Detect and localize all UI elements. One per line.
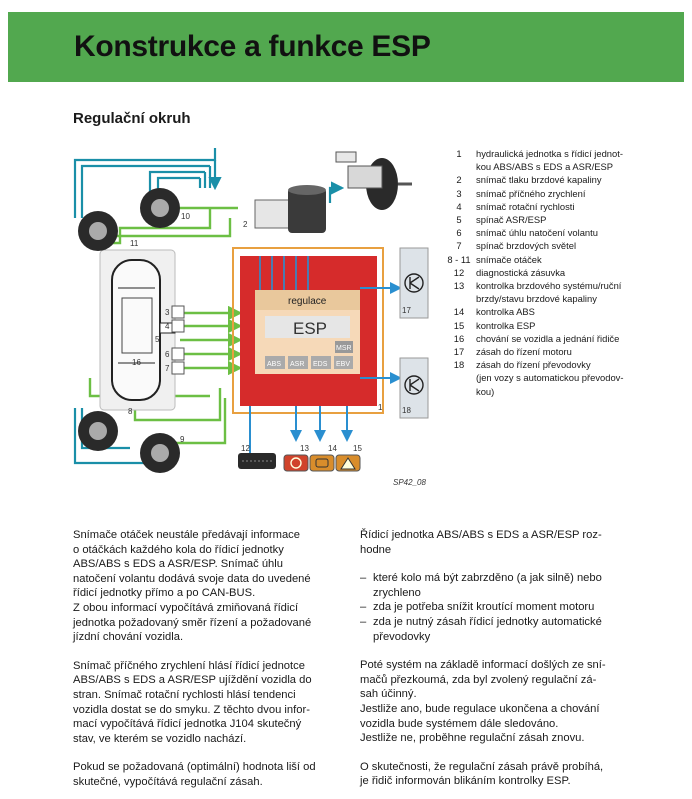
body-left-column: Snímače otáček neustále předávají inform… — [73, 528, 353, 799]
callout-18: 18 — [402, 406, 411, 415]
callout-12: 12 — [241, 444, 250, 453]
paragraph: Poté systém na základě informací došlých… — [360, 659, 606, 745]
callout-7: 7 — [165, 364, 170, 373]
ecu-esp-label: ESP — [293, 319, 327, 338]
callout-17: 17 — [402, 306, 411, 315]
legend-row: kou) — [476, 385, 495, 397]
section-subtitle: Regulační okruh — [73, 110, 191, 127]
module-ebv: EBV — [336, 361, 350, 368]
list-item: –které kolo má být zabrzděno (a jak siln… — [360, 572, 602, 599]
hydraulic-unit — [254, 185, 326, 233]
callout-15: 15 — [353, 444, 362, 453]
list-item: –zda je nutný zásah řídicí jednotky auto… — [360, 615, 602, 643]
module-eds: EDS — [313, 361, 328, 368]
paragraph: O skutečnosti, že regulační zásah právě … — [360, 760, 604, 788]
ecu-modules: ABS ASR EDS EBV — [265, 356, 353, 369]
paragraph: Snímače otáček neustále předávají inform… — [73, 529, 312, 644]
ecu-regulace-label: regulace — [288, 296, 327, 307]
wheels — [78, 188, 180, 473]
paragraph: Pokud se požadovaná (optimální) hodnota … — [73, 761, 316, 788]
module-abs: ABS — [267, 361, 281, 368]
legend-row: kou ABS/ABS s EDS a ASR/ESP — [476, 161, 614, 173]
vehicle-outline — [99, 249, 176, 411]
callout-11: 11 — [130, 239, 139, 248]
callout-13: 13 — [300, 444, 309, 453]
ecu-frame — [232, 247, 384, 414]
body-right-column: Řídicí jednotka ABS/ABS s EDS a ASR/ESP … — [360, 528, 650, 799]
figure-caption: SP42_08 — [393, 478, 426, 487]
callout-1: 1 — [378, 403, 383, 412]
diagnostic-connector — [238, 453, 276, 469]
callout-5: 5 — [155, 335, 160, 344]
callout-6: 6 — [165, 350, 170, 359]
callout-2: 2 — [243, 220, 248, 229]
module-asr: ASR — [290, 361, 304, 368]
brake-booster — [335, 151, 412, 210]
callout-14: 14 — [328, 444, 337, 453]
warning-lamps — [283, 454, 361, 472]
legend-row: (jen vozy s automatickou převodov- — [476, 372, 624, 384]
callout-4: 4 — [165, 322, 170, 331]
callout-16: 16 — [132, 358, 141, 367]
ecu-msr-label: MSR — [336, 345, 352, 352]
callout-10: 10 — [181, 212, 190, 221]
title-banner: Konstrukce a funkce ESP — [8, 12, 684, 82]
callout-3: 3 — [165, 308, 170, 317]
callout-8: 8 — [128, 407, 133, 416]
legend-row: brzdy/stavu brzdové kapaliny — [476, 293, 597, 305]
paragraph: Řídicí jednotka ABS/ABS s EDS a ASR/ESP … — [360, 529, 602, 556]
paragraph: Snímač příčného zrychlení hlásí řídicí j… — [73, 659, 312, 745]
esp-control-loop-diagram: regulace ESP MSR ABS ASR EDS EBV — [73, 148, 429, 473]
callout-9: 9 — [180, 435, 185, 444]
page-title: Konstrukce a funkce ESP — [74, 30, 431, 63]
list-item: –zda je potřeba snížit kroutící moment m… — [360, 601, 595, 614]
decision-list: –které kolo má být zabrzděno (a jak siln… — [360, 571, 650, 644]
